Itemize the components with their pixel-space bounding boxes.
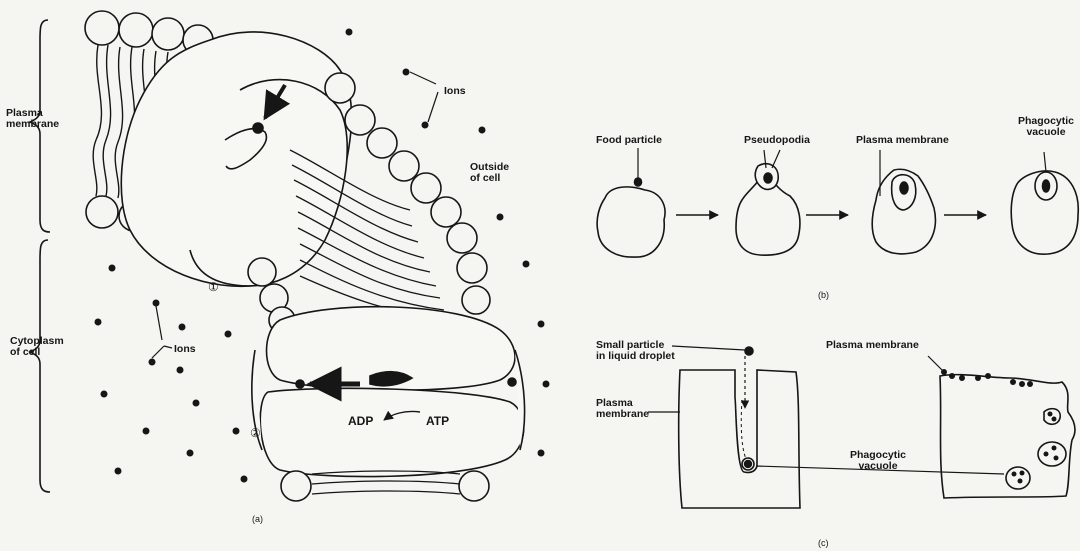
lower-pump-protein <box>252 307 525 477</box>
ions-top-label: Ions <box>444 86 466 97</box>
cytoplasm-label: Cytoplasm of cell <box>10 336 90 358</box>
cell-right <box>940 375 1075 498</box>
vacuole-right-3 <box>1006 467 1030 489</box>
cytoplasm-bracket <box>30 240 50 492</box>
pseudopodia-label: Pseudopodia <box>744 135 810 146</box>
caption-c: (c) <box>818 538 829 549</box>
panel-a-graphic <box>30 11 550 501</box>
cell-stage-1 <box>597 187 665 257</box>
phagocytic-vacuole-c-label: Phagocytic vacuole <box>838 450 918 472</box>
phagocytic-vacuole-b-label: Phagocytic vacuole <box>1012 116 1080 138</box>
outside-cell-label: Outside of cell <box>470 162 530 184</box>
caption-b: (b) <box>818 290 829 301</box>
plasma-membrane-b-label: Plasma membrane <box>856 135 949 146</box>
step-1-label: ① <box>208 282 219 293</box>
small-particle-label: Small particle in liquid droplet <box>596 340 706 362</box>
vacuole-right-1 <box>1044 409 1060 425</box>
upper-channel-protein <box>121 32 351 286</box>
panel-c-graphic <box>648 346 1075 508</box>
ions-left-label: Ions <box>174 344 196 355</box>
plasma-membrane-label: Plasma membrane <box>6 108 86 130</box>
ions-top-leaders <box>410 72 438 122</box>
adp-label: ADP <box>348 416 373 427</box>
food-particle-label: Food particle <box>596 135 662 146</box>
plasma-membrane-c-right-label: Plasma membrane <box>826 340 919 351</box>
vacuole-right-2 <box>1038 442 1066 466</box>
atp-label: ATP <box>426 416 449 427</box>
caption-a: (a) <box>252 514 263 525</box>
step-2-label: ② <box>250 428 261 439</box>
plasma-membrane-c-left-label: Plasma membrane <box>596 398 666 420</box>
ions-left-leaders <box>152 306 172 358</box>
panel-b-graphic <box>597 148 1078 257</box>
cell-left <box>679 370 800 508</box>
